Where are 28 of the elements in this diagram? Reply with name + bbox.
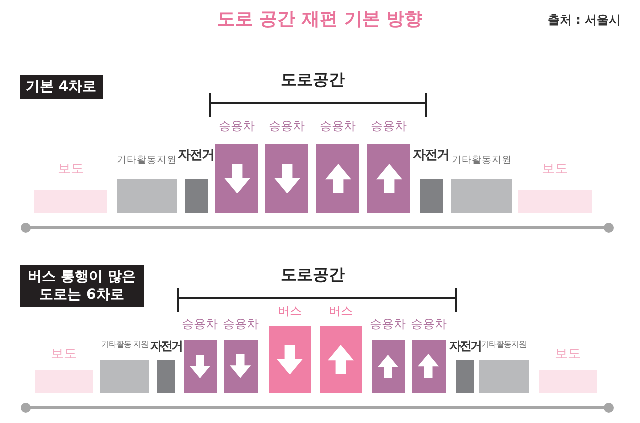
source-note: 출처 : 서울시 [548,12,622,29]
bike-lane-label: 자전거 [449,340,481,352]
support-zone-label: 기타활동 지원 [101,341,149,349]
car-lane-label: 승용차 [411,318,447,330]
car-lane-label: 승용차 [182,318,218,330]
bike-lane-label: 자전거 [150,340,182,352]
car-lane-label: 승용차 [269,120,305,132]
road-space-label: 도로공간 [281,69,345,91]
support-zone-label: 기타활동지원 [482,341,526,349]
section-badge: 기본 4차로 [20,75,103,99]
car-lane-label: 승용차 [371,120,407,132]
car-lane-label: 승용차 [370,318,406,330]
sidewalk-label: 보도 [58,163,84,176]
car-lane-label: 승용차 [219,120,255,132]
support-zone-label: 기타활동지원 [117,156,177,166]
title: 도로 공간 재편 기본 방향 [217,8,423,32]
road-space-label: 도로공간 [281,264,345,286]
sidewalk-label: 보도 [555,348,581,361]
sidewalk-label: 보도 [51,348,77,361]
sidewalk-label: 보도 [542,163,568,176]
section-badge: 버스 통행이 많은 도로는 6차로 [20,265,144,307]
bike-lane-label: 자전거 [413,149,449,162]
bus-lane-label: 버스 [329,305,353,317]
bike-lane-label: 자전거 [178,149,214,162]
bus-lane-label: 버스 [278,305,302,317]
car-lane-label: 승용차 [320,120,356,132]
support-zone-label: 기타활동지원 [452,156,512,166]
car-lane-label: 승용차 [223,318,259,330]
